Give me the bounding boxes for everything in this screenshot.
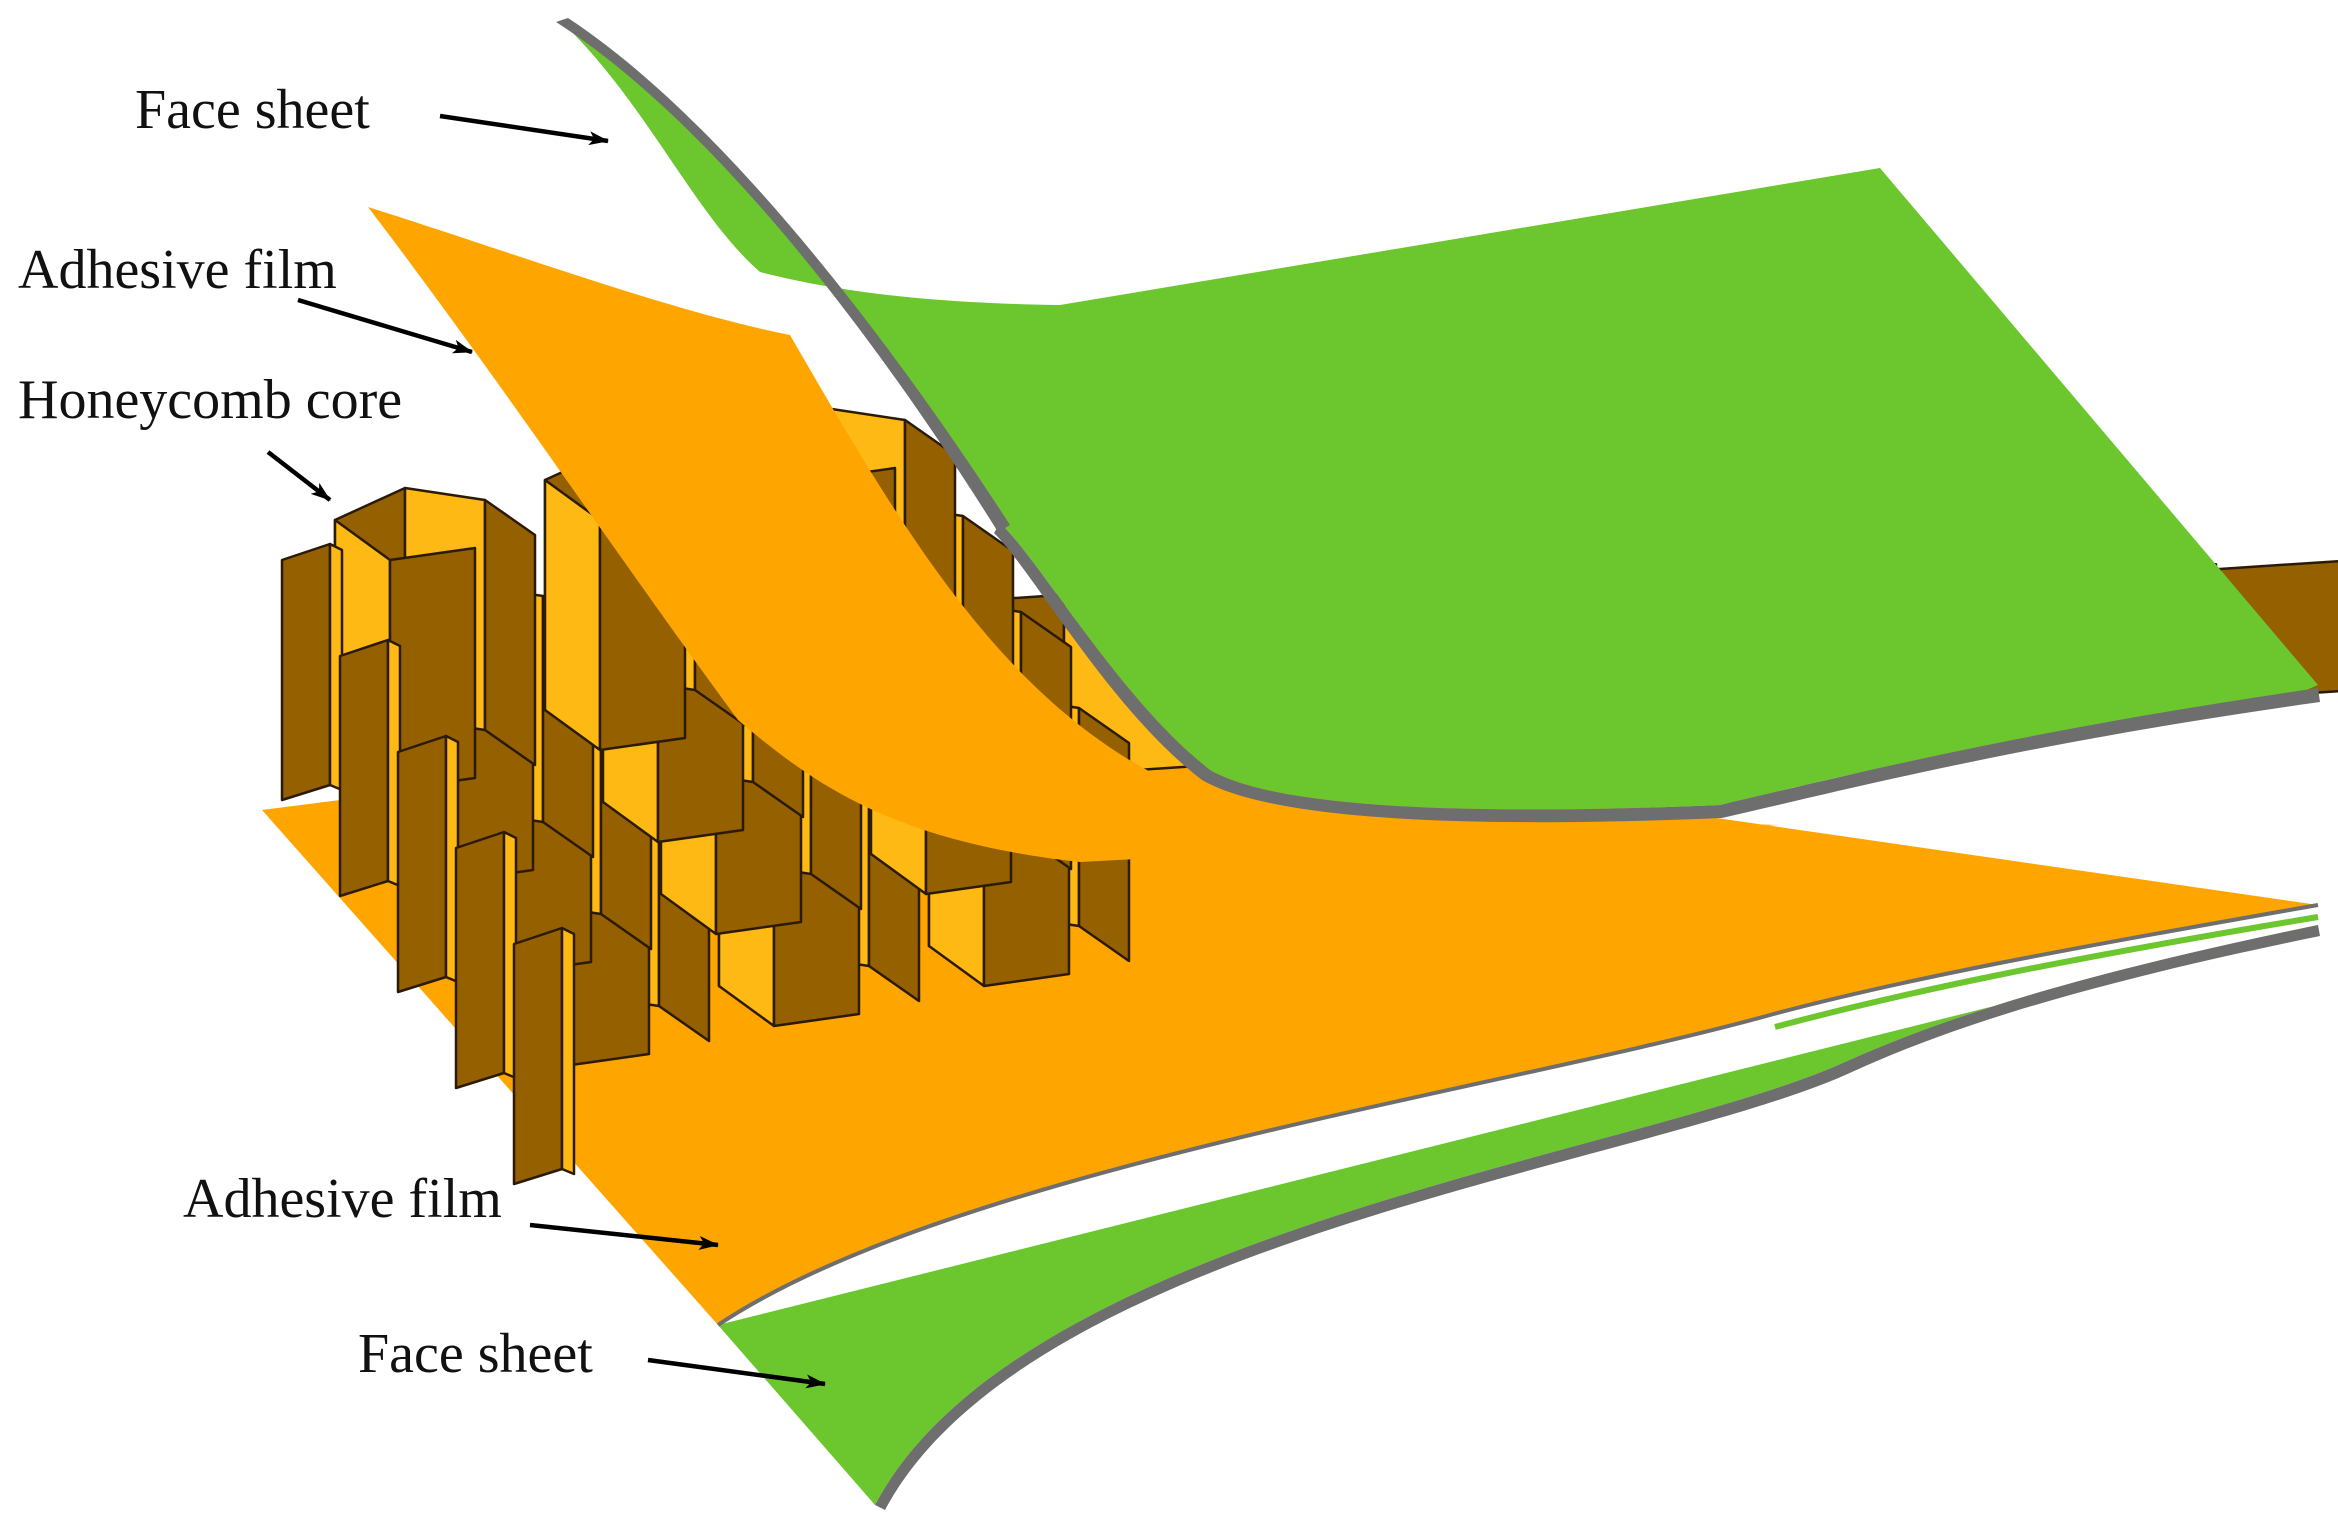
arrow-honeycomb-core bbox=[268, 452, 330, 500]
core-edge-wall-1 bbox=[282, 544, 330, 800]
core-edge-wall-4 bbox=[456, 832, 504, 1088]
core-edge-wall-3 bbox=[398, 736, 446, 992]
core-cell-front-left bbox=[545, 480, 600, 750]
core-edge-wall-side-5 bbox=[562, 928, 574, 1174]
label-top-face-sheet: Face sheet bbox=[135, 79, 608, 141]
label-bottom-face-sheet-text: Face sheet bbox=[358, 1323, 593, 1385]
core-cell-right bbox=[485, 500, 535, 765]
core-edge-wall-2 bbox=[340, 640, 388, 896]
label-top-face-sheet-text: Face sheet bbox=[135, 79, 370, 141]
label-honeycomb-core-text: Honeycomb core bbox=[18, 369, 402, 431]
core-edge-wall-5 bbox=[514, 928, 562, 1184]
label-honeycomb-core: Honeycomb core bbox=[18, 369, 402, 500]
arrow-top-face-sheet bbox=[440, 116, 608, 141]
label-top-adhesive-film: Adhesive film bbox=[18, 239, 472, 352]
label-bottom-adhesive-film-text: Adhesive film bbox=[183, 1168, 502, 1230]
label-top-adhesive-film-text: Adhesive film bbox=[18, 239, 337, 301]
